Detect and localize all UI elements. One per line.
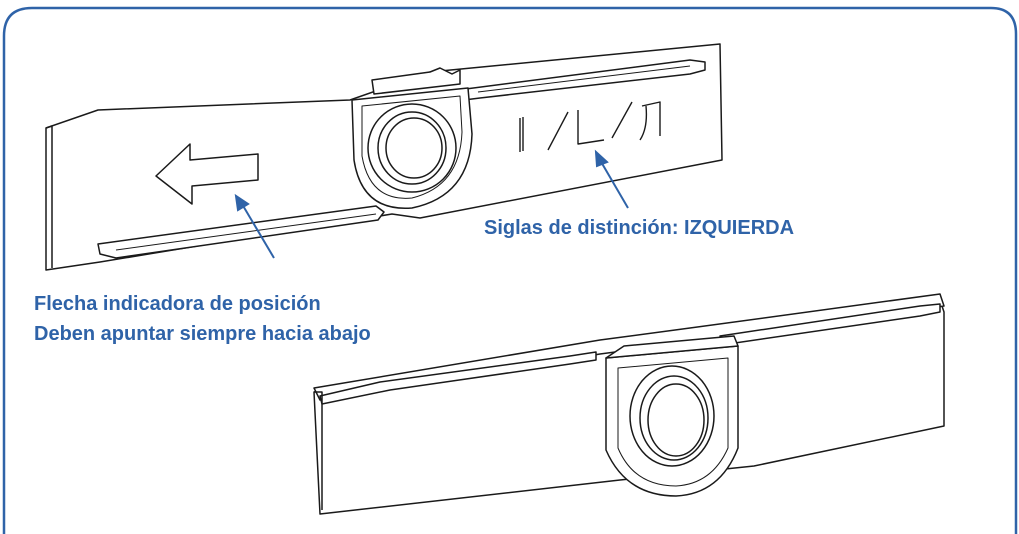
pointer-siglas <box>599 159 629 209</box>
callout-siglas-label: Siglas de distinción: IZQUIERDA <box>484 217 795 239</box>
top-rail-left <box>97 205 385 259</box>
frame-border <box>2 6 1018 534</box>
pointer-flecha <box>241 203 275 259</box>
top-plate-edge <box>45 125 53 268</box>
top-notch <box>371 67 461 95</box>
bottom-rail-left <box>319 351 597 405</box>
bottom-piece <box>313 293 945 515</box>
left-arrow-icon <box>155 143 259 205</box>
callout-pointers <box>234 149 629 259</box>
top-piece <box>45 43 723 271</box>
callout-flecha-note: Deben apuntar siempre hacia abajo <box>34 323 371 345</box>
engraving-marks <box>519 101 661 152</box>
callout-flecha-label: Flecha indicadora de posición <box>34 293 321 315</box>
